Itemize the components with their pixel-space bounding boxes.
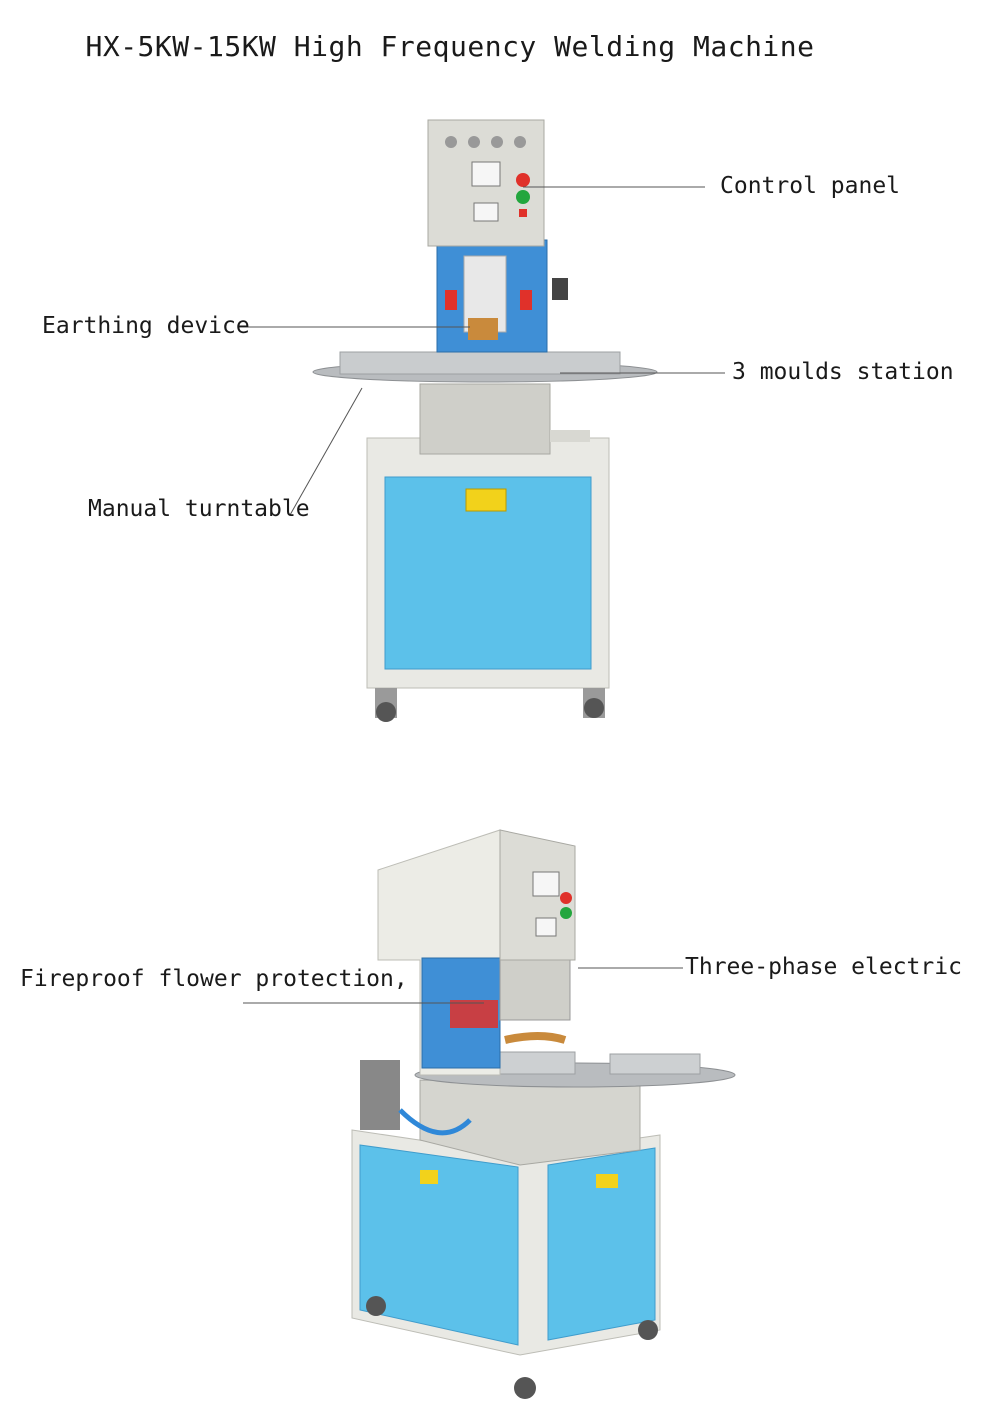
callout-three-phase-electric: Three-phase electric	[685, 954, 962, 980]
wheel-icon	[366, 1296, 386, 1316]
callout-control-panel: Control panel	[720, 173, 901, 199]
machine-side-view	[351, 829, 736, 1399]
callout-fireproof-protection: Fireproof flower protection,	[20, 966, 408, 992]
callout-manual-turntable: Manual turntable	[88, 496, 310, 522]
red-button-icon	[560, 892, 572, 904]
wheel-icon	[638, 1320, 658, 1340]
machine-front-view	[312, 119, 658, 722]
red-button-icon	[516, 173, 530, 187]
callout-earthing-device: Earthing device	[42, 313, 250, 339]
page-title: HX-5KW-15KW High Frequency Welding Machi…	[85, 30, 815, 63]
green-button-icon	[560, 907, 572, 919]
green-button-icon	[516, 190, 530, 204]
callout-moulds-station: 3 moulds station	[732, 359, 954, 385]
wheel-icon	[514, 1377, 536, 1399]
meter	[471, 161, 501, 187]
electrode	[468, 318, 498, 340]
warning-sticker	[465, 488, 507, 512]
meter	[473, 202, 499, 222]
